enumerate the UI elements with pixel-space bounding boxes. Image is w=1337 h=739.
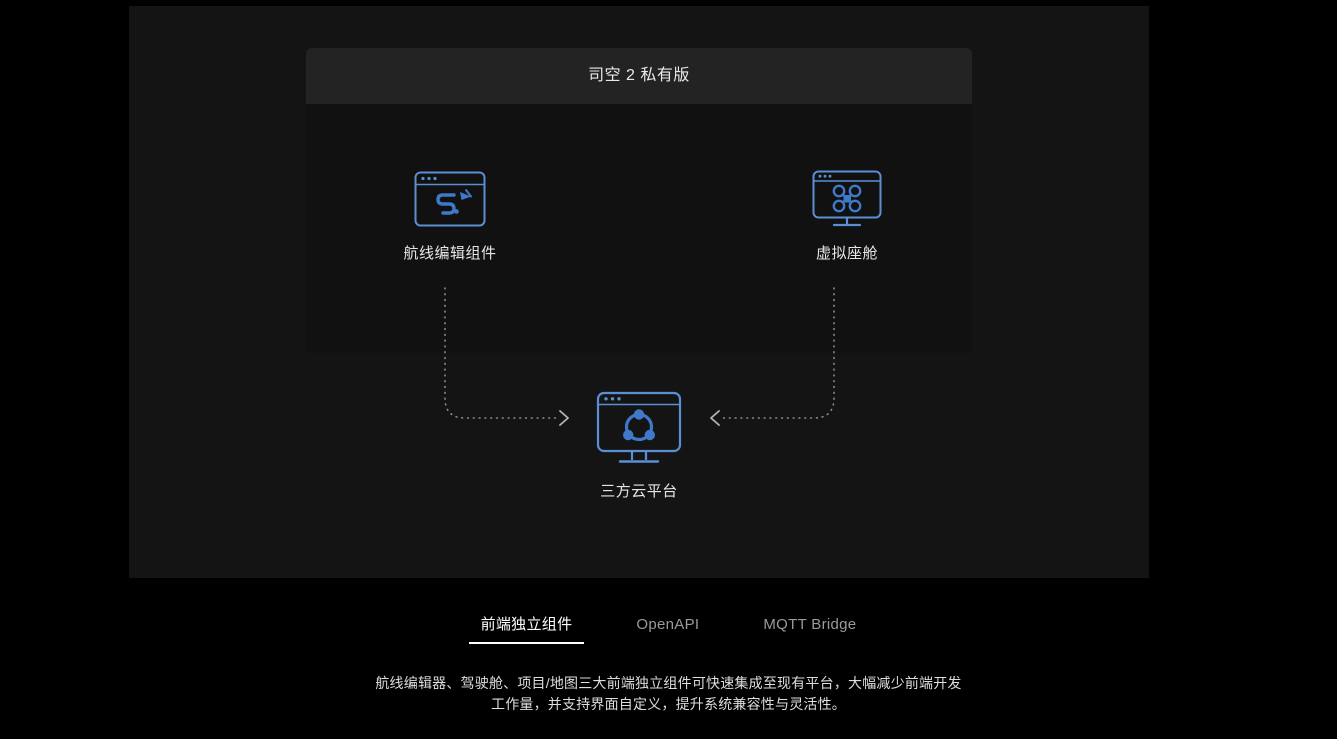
tab-openapi[interactable]: OpenAPI: [636, 616, 700, 633]
showcase-card: 司空 2 私有版: [129, 6, 1149, 578]
tab-frontend-components[interactable]: 前端独立组件: [468, 612, 585, 644]
node-virtual-cockpit-label: 虚拟座舱: [815, 245, 878, 262]
product-window: 司空 2 私有版: [306, 48, 972, 353]
node-third-party-cloud[interactable]: 三方云平台: [554, 388, 724, 499]
tab-mqtt-bridge[interactable]: MQTT Bridge: [763, 616, 857, 633]
node-virtual-cockpit[interactable]: 虚拟座舱: [762, 168, 932, 261]
node-route-editor-label: 航线编辑组件: [403, 245, 497, 262]
node-route-editor[interactable]: 航线编辑组件: [365, 168, 535, 261]
window-body: [306, 104, 972, 353]
third-party-cloud-icon: [554, 388, 724, 470]
virtual-cockpit-icon: [762, 168, 932, 230]
window-title: 司空 2 私有版: [588, 67, 690, 84]
tab-bar: 前端独立组件 OpenAPI MQTT Bridge: [0, 612, 1337, 644]
route-editor-icon: [365, 168, 535, 230]
tab-description: 航线编辑器、驾驶舱、项目/地图三大前端独立组件可快速集成至现有平台，大幅减少前端…: [375, 675, 962, 712]
window-titlebar: 司空 2 私有版: [306, 48, 972, 104]
node-third-party-cloud-label: 三方云平台: [600, 483, 678, 500]
